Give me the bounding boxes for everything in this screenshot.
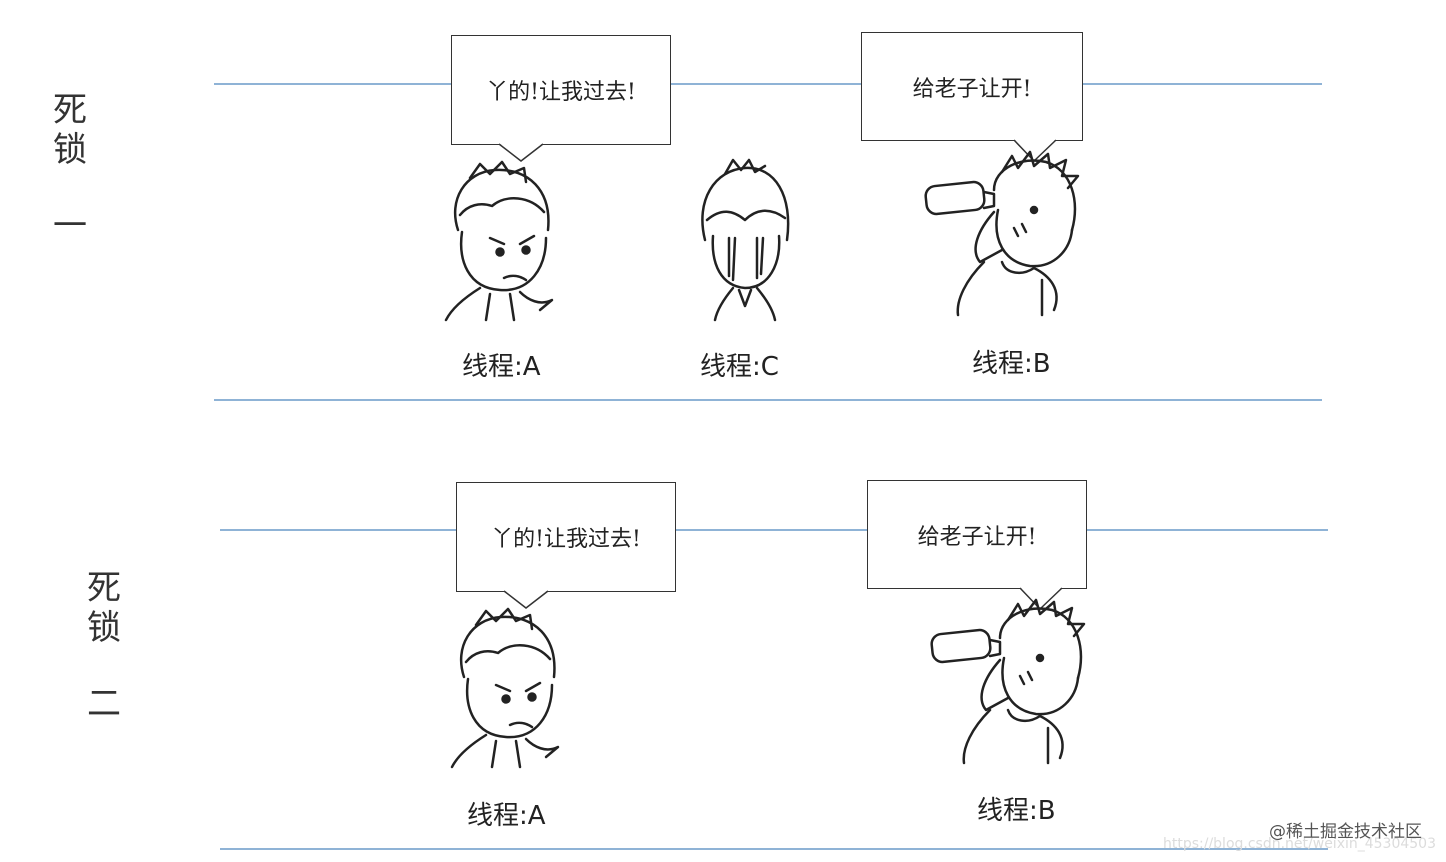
- panel-label: 死 锁 一: [46, 90, 94, 246]
- bubble-tail: [498, 143, 544, 162]
- thread-a-label: 线程:A: [467, 801, 546, 831]
- bubble-text: 丫的!让我过去!: [451, 35, 671, 145]
- label-char-suo: 锁: [87, 608, 121, 648]
- lane-line-bottom: [220, 848, 1328, 850]
- bubble-text: 丫的!让我过去!: [456, 482, 676, 592]
- label-char-num: 一: [53, 206, 87, 246]
- speech-bubble-thread-a: 丫的!让我过去!: [451, 35, 671, 165]
- speech-bubble-thread-a: 丫的!让我过去!: [456, 482, 676, 612]
- lane-line-bottom: [214, 399, 1322, 401]
- speech-bubble-thread-b: 给老子让开!: [867, 480, 1087, 620]
- thread-a-label: 线程:A: [462, 352, 541, 382]
- label-char-si: 死: [53, 90, 87, 130]
- label-char-si: 死: [87, 568, 121, 608]
- speech-bubble-thread-b: 给老子让开!: [861, 32, 1083, 172]
- lane-line-top: [214, 83, 1322, 85]
- bubble-text: 给老子让开!: [867, 480, 1087, 589]
- thread-b-label: 线程:B: [977, 796, 1056, 826]
- source-url: https://blog.csdn.net/weixin_45304503: [1162, 836, 1436, 852]
- thread-a-figure-icon: [444, 160, 554, 322]
- thread-c-figure-icon: [701, 158, 790, 322]
- panel-label: 死 锁 二: [80, 568, 128, 724]
- bubble-tail: [503, 590, 549, 609]
- thread-a-figure-icon: [450, 607, 560, 769]
- thread-b-label: 线程:B: [972, 349, 1051, 379]
- bubble-text: 给老子让开!: [861, 32, 1083, 141]
- thread-b-figure-icon: [924, 150, 1080, 317]
- thread-b-figure-icon: [930, 598, 1086, 765]
- thread-c-label: 线程:C: [700, 352, 779, 382]
- watermark: @稀土掘金技术社区: [1269, 822, 1422, 842]
- label-char-suo: 锁: [53, 130, 87, 170]
- label-char-num: 二: [87, 684, 121, 724]
- lane-line-top: [220, 529, 1328, 531]
